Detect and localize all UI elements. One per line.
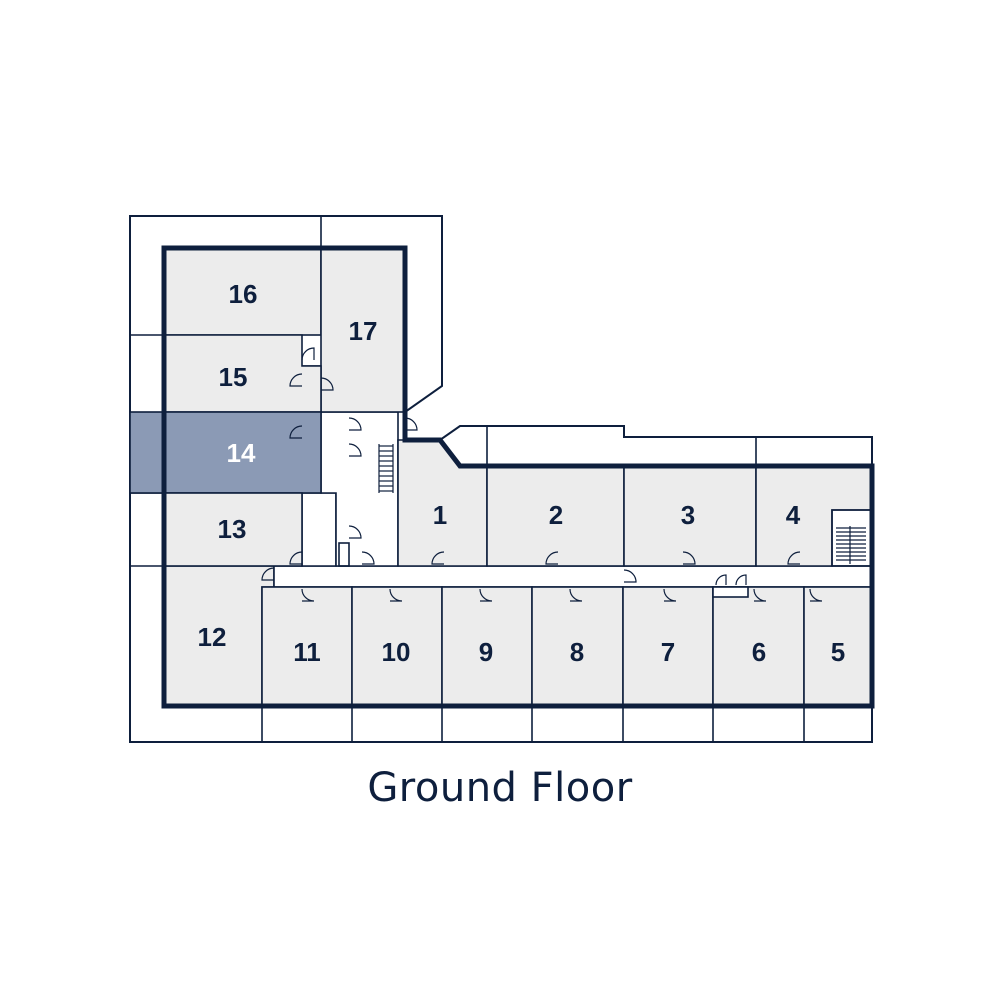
storage-closet xyxy=(712,586,749,598)
room-label-12: 12 xyxy=(198,622,227,652)
room-11[interactable] xyxy=(261,586,353,707)
room-label-13: 13 xyxy=(218,514,247,544)
room-label-14: 14 xyxy=(227,438,256,468)
room-label-10: 10 xyxy=(382,637,411,667)
room-label-3: 3 xyxy=(681,500,695,530)
room-5[interactable] xyxy=(803,586,873,707)
room-3[interactable] xyxy=(623,465,757,567)
room-label-8: 8 xyxy=(570,637,584,667)
room-8[interactable] xyxy=(531,586,624,707)
room-label-16: 16 xyxy=(229,279,258,309)
rooms xyxy=(163,247,873,707)
doors xyxy=(261,347,823,602)
room-label-11: 11 xyxy=(293,637,321,667)
room-label-17: 17 xyxy=(349,316,378,346)
room-labels: 16 17 15 14 13 12 11 10 9 8 7 6 5 1 2 3 … xyxy=(198,279,846,667)
room-label-5: 5 xyxy=(831,637,845,667)
room-label-9: 9 xyxy=(479,637,493,667)
room-label-15: 15 xyxy=(219,362,248,392)
room-17[interactable] xyxy=(320,247,406,413)
room-label-7: 7 xyxy=(661,637,675,667)
room-9[interactable] xyxy=(441,586,533,707)
room-10[interactable] xyxy=(351,586,443,707)
room-14-terrace[interactable] xyxy=(129,411,165,494)
room-label-6: 6 xyxy=(752,637,766,667)
floor-title: Ground Floor xyxy=(367,765,633,811)
room-label-1: 1 xyxy=(433,500,447,530)
room-label-4: 4 xyxy=(786,500,801,530)
stairs-west xyxy=(378,444,394,493)
room-13[interactable] xyxy=(163,492,303,567)
room-2[interactable] xyxy=(486,465,625,567)
exterior-walls xyxy=(161,245,875,709)
room-label-2: 2 xyxy=(549,500,563,530)
